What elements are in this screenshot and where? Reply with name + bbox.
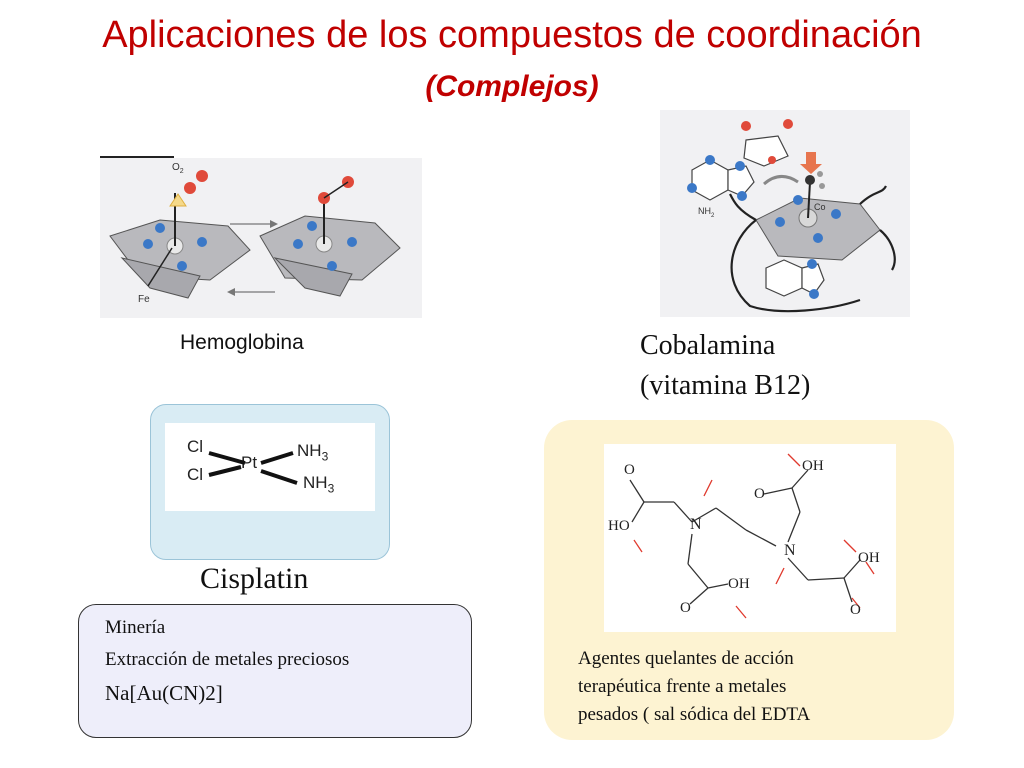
cisplatin-bonds [208,451,298,485]
cl-label-2: Cl [187,465,204,484]
cobalamin-figure: Co NH2 [660,110,910,317]
co-label: Co [814,202,826,212]
mineria-line3: Na[Au(CN)2] [105,681,223,705]
nh3-label-2: NH3 [303,473,335,496]
decorative-line [100,156,174,158]
mineria-box: Minería Extracción de metales preciosos … [78,604,472,738]
edta-caption-line3: pesados ( sal sódica del EDTA [578,704,811,725]
slide-title: Aplicaciones de los compuestos de coordi… [102,14,922,56]
cisplatino-caption-line1: Cisplatin [200,562,309,595]
nh2-label: NH2 [698,206,715,219]
edta-structure-box: O HO N N OH O OH O OH O [604,444,896,632]
cobalamina-caption-line2: (vitamina B12) [640,370,811,401]
fe-label: Fe [138,294,150,305]
hemoglobin-diagram [109,170,401,299]
o2-label: O2 [172,162,184,175]
mineria-line2: Extracción de metales preciosos [105,649,350,670]
edta-structure [629,453,875,619]
edta-oh2: OH [728,576,750,592]
cisplatin-panel: Cl Cl Pt NH3 NH3 [150,404,390,560]
edta-ho: HO [608,518,630,534]
edta-panel: O HO N N OH O OH O OH O Agentes quelante… [544,420,954,740]
nh3-label-1: NH3 [297,441,329,464]
edta-oh3: OH [858,550,880,566]
cobalamin-diagram [687,119,896,313]
edta-o2: O [754,486,765,502]
edta-caption-line2: terapéutica frente a metales [578,676,787,697]
pt-label: Pt [241,453,258,472]
cisplatin-structure-box: Cl Cl Pt NH3 NH3 [165,423,375,511]
edta-o4: O [850,602,861,618]
cl-label-1: Cl [187,437,204,456]
edta-n1: N [690,516,702,533]
edta-caption-line1: Agentes quelantes de acción [578,648,794,669]
slide-subtitle: (Complejos) [425,70,599,103]
hemoglobina-caption: Hemoglobina [180,331,304,354]
edta-oh1: OH [802,458,824,474]
hemoglobin-figure: O2 Fe [100,158,422,318]
edta-o3: O [680,600,691,616]
mineria-line1: Minería [105,617,166,638]
edta-n2: N [784,542,796,559]
cobalamina-caption-line1: Cobalamina [640,330,776,361]
edta-o1: O [624,462,635,478]
